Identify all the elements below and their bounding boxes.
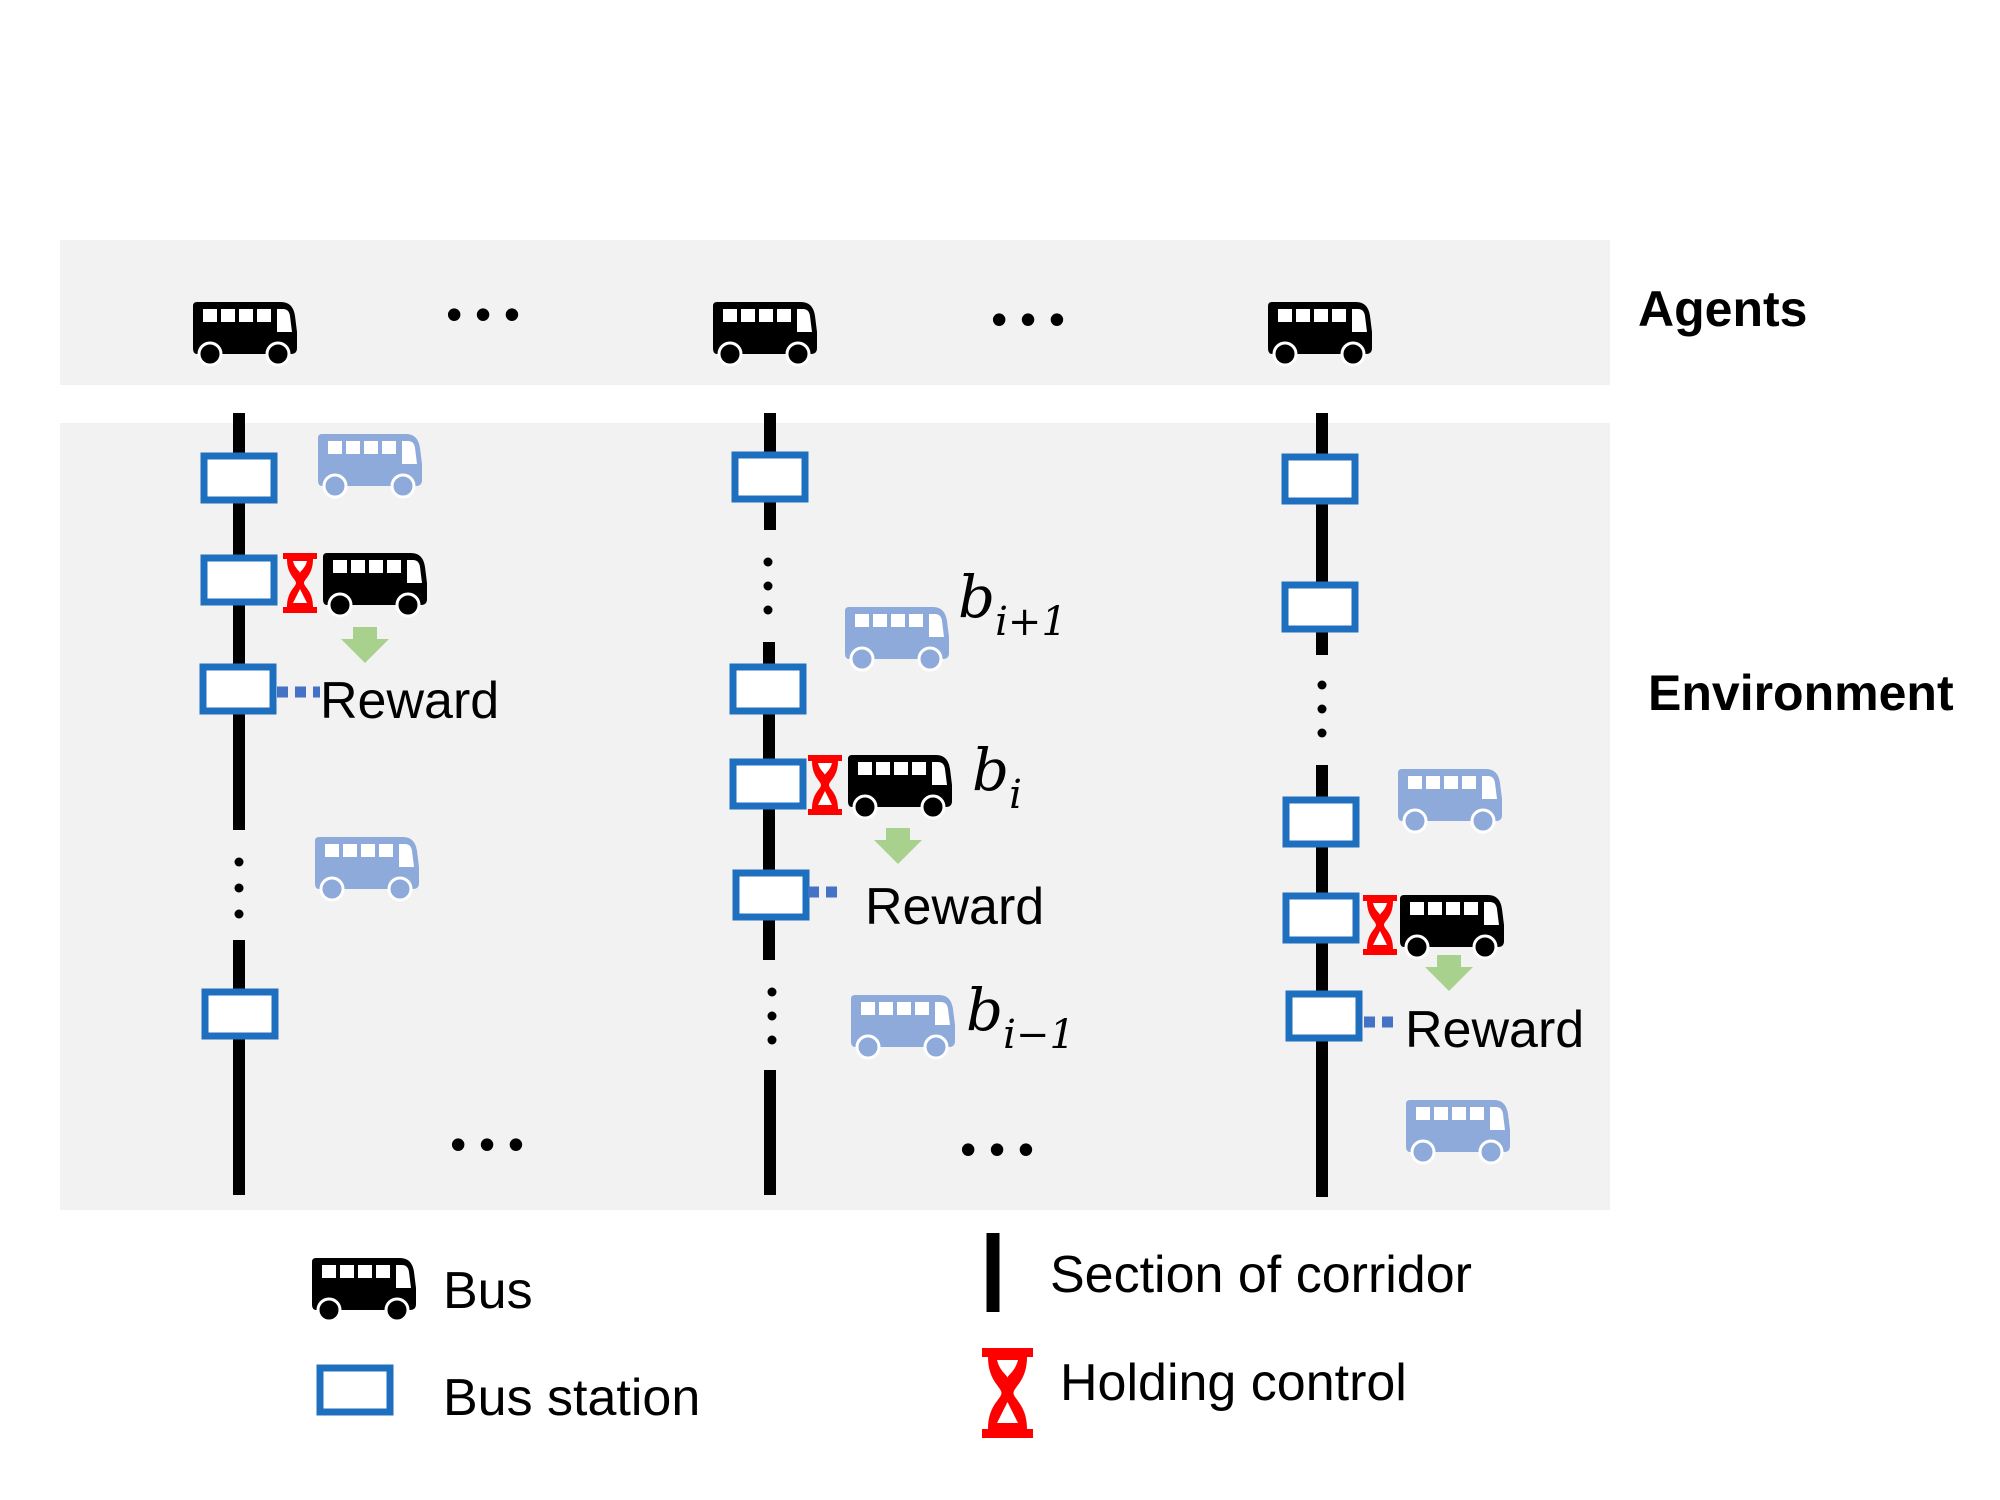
environment-panel bbox=[60, 423, 1610, 1210]
bus-label-previous: bi−1 bbox=[966, 976, 1075, 1058]
station-icon bbox=[1281, 453, 1359, 505]
station-icon bbox=[729, 758, 807, 810]
corridor-column-1: Reward • • • bbox=[199, 413, 524, 1195]
ellipsis: • • • bbox=[450, 1118, 524, 1170]
environment-label: Environment bbox=[1648, 665, 1954, 721]
station-icon bbox=[200, 452, 278, 504]
agents-label: Agents bbox=[1638, 281, 1807, 337]
vertical-ellipsis-dot bbox=[767, 1035, 777, 1045]
station-icon bbox=[1282, 892, 1360, 944]
vertical-ellipsis-dot bbox=[763, 557, 773, 567]
legend-corridor-label: Section of corridor bbox=[1050, 1246, 1472, 1304]
bus-label-next: bi+1 bbox=[958, 563, 1067, 645]
reward-label: Reward bbox=[320, 672, 499, 730]
ellipsis: • • • bbox=[960, 1123, 1034, 1175]
reward-label: Reward bbox=[1405, 1001, 1584, 1059]
vertical-ellipsis-dot bbox=[763, 605, 773, 615]
corridor-column-2: bi+1 bi Reward bi−1 • • • bbox=[729, 413, 1075, 1195]
station-icon bbox=[1282, 796, 1360, 848]
legend-holding-label: Holding control bbox=[1060, 1354, 1407, 1412]
legend: Bus Bus station Section of corridor Hold… bbox=[310, 1233, 1472, 1438]
vertical-ellipsis-dot bbox=[767, 987, 777, 997]
reward-label: Reward bbox=[865, 878, 1044, 936]
bus-icon bbox=[310, 1256, 418, 1323]
vertical-ellipsis-dot bbox=[1317, 728, 1327, 738]
hourglass-icon bbox=[982, 1348, 1033, 1438]
vertical-ellipsis-dot bbox=[234, 857, 244, 867]
corridor-column-3: Reward bbox=[1281, 413, 1584, 1197]
ellipsis: • • • bbox=[991, 293, 1065, 345]
station-icon bbox=[199, 663, 277, 715]
vertical-ellipsis-dot bbox=[1317, 680, 1327, 690]
station-icon bbox=[729, 663, 807, 715]
bus-label-current: bi bbox=[972, 736, 1022, 818]
station-icon bbox=[1281, 581, 1359, 633]
vertical-ellipsis-dot bbox=[1317, 704, 1327, 714]
ellipsis: • • • bbox=[446, 288, 520, 340]
station-icon bbox=[731, 451, 809, 503]
station-icon bbox=[200, 554, 278, 606]
legend-bus-label: Bus bbox=[443, 1262, 533, 1320]
station-icon bbox=[1285, 990, 1363, 1042]
vertical-ellipsis-dot bbox=[234, 883, 244, 893]
station-icon bbox=[732, 869, 810, 921]
vertical-ellipsis-dot bbox=[763, 581, 773, 591]
station-icon bbox=[316, 1364, 394, 1416]
vertical-ellipsis-dot bbox=[234, 909, 244, 919]
vertical-ellipsis-dot bbox=[767, 1011, 777, 1021]
legend-bus-station-label: Bus station bbox=[443, 1369, 700, 1427]
station-icon bbox=[201, 988, 279, 1040]
